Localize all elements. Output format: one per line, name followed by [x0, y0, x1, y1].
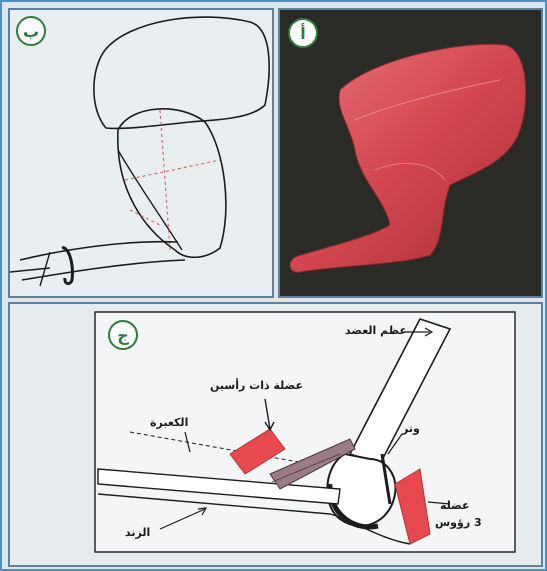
panel-c-diagram: ج عظم العضد عضلة ذات رأسين الكعبرة وتر ا… [8, 302, 543, 567]
muscle-photo [280, 10, 541, 296]
panel-b-drawing: ب [8, 8, 274, 298]
panel-b-badge: ب [16, 16, 46, 46]
panel-c-badge: ج [108, 320, 138, 350]
label-ulna: الزند [125, 526, 150, 539]
label-triceps-line1: عضلة [440, 499, 470, 512]
label-triceps-line2: 3 رؤوس [435, 516, 482, 529]
panel-a-badge: أ [288, 18, 318, 48]
label-biceps: عضلة ذات رأسين [210, 379, 303, 392]
label-humerus: عظم العضد [345, 324, 407, 337]
label-radius: الكعبرة [150, 416, 188, 429]
arm-line-drawing [10, 10, 272, 296]
panel-a-photo: أ [278, 8, 543, 298]
label-tendon: وتر [402, 422, 420, 435]
